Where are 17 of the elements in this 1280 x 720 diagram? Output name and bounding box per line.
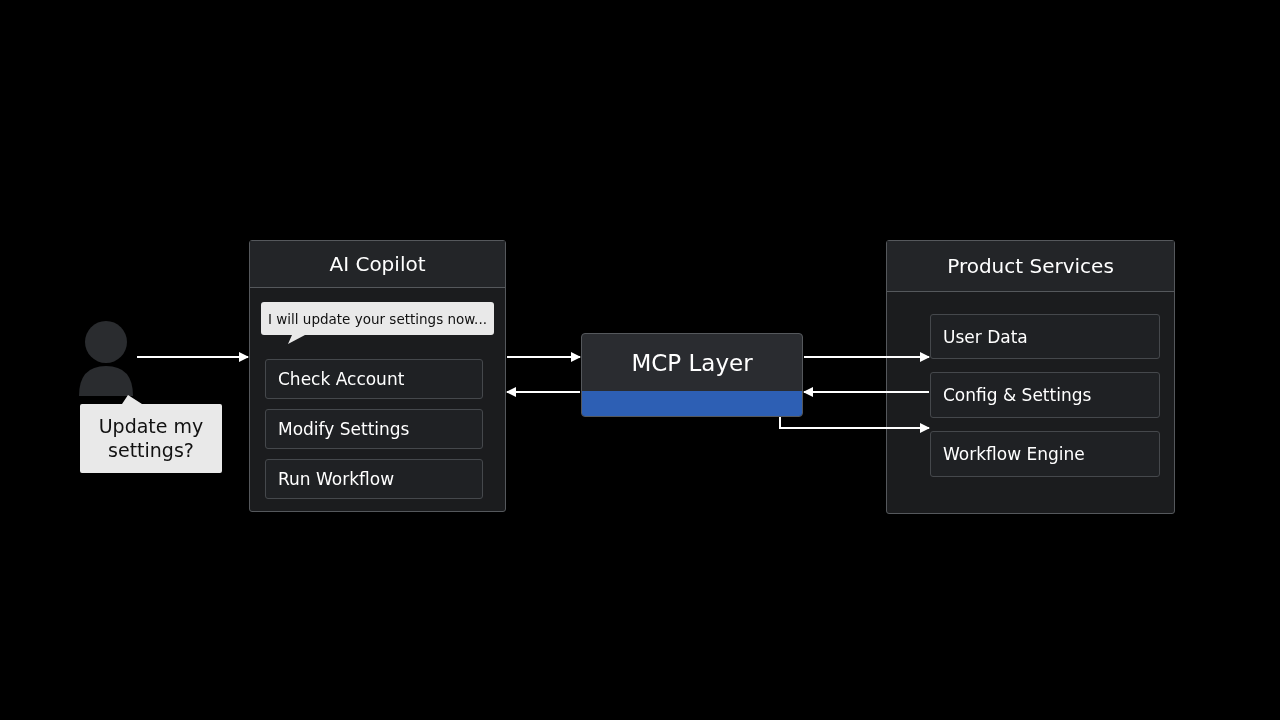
action-item: Modify Settings	[265, 409, 483, 449]
action-item: Run Workflow	[265, 459, 483, 499]
action-item: Config & Settings	[930, 372, 1160, 418]
speech-bubble	[261, 302, 494, 344]
bubble-text: I will update your settings now...	[267, 309, 488, 329]
panel	[249, 240, 506, 512]
panel	[886, 240, 1175, 514]
panel-title: AI Copilot	[250, 241, 505, 288]
speech-bubble	[80, 395, 222, 473]
person-silhouette	[76, 320, 136, 396]
action-item: User Data	[930, 314, 1160, 359]
action-item: Check Account	[265, 359, 483, 399]
panel-title: Product Services	[887, 241, 1174, 292]
layer-box	[581, 333, 803, 417]
bubble-text: Update my settings?	[97, 413, 205, 463]
action-item: Workflow Engine	[930, 431, 1160, 477]
layer-title: MCP Layer	[630, 349, 754, 378]
